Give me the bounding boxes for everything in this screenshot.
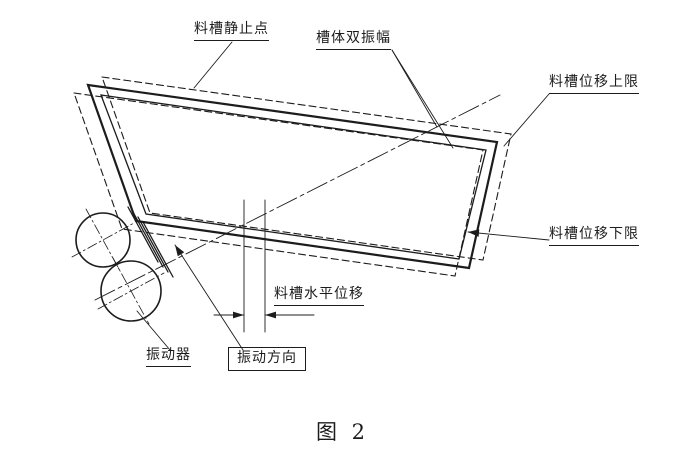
- leader-double-amplitude-b: [391, 49, 454, 149]
- leader-upper-limit: [503, 93, 550, 147]
- label-vibration-direction: 振动方向: [228, 347, 306, 372]
- phantom-upper-limit-outline: [101, 76, 512, 261]
- label-lower-limit: 料槽位移下限: [549, 226, 639, 247]
- label-horizontal-displacement: 料槽水平位移: [274, 286, 364, 307]
- trough-solid-outline: [86, 83, 499, 270]
- horizontal-displacement-dimension: [213, 199, 315, 333]
- vibrator-circle-upper: [75, 212, 131, 268]
- leader-lower-limit: [467, 231, 550, 241]
- vibrator-circle-lower: [100, 260, 162, 322]
- leader-static-point: [193, 41, 233, 89]
- leader-lines: [136, 41, 550, 351]
- dimension-arrow-right-icon: [233, 311, 244, 319]
- leader-vibration-direction: [174, 244, 244, 351]
- trough-inner-wall: [100, 94, 487, 260]
- lower-limit-arrow-icon: [468, 229, 480, 237]
- label-static-point: 料槽静止点: [194, 21, 269, 42]
- dimension-arrow-left-icon: [265, 311, 276, 319]
- label-vibrator: 振动器: [146, 347, 191, 368]
- label-upper-limit: 料槽位移上限: [549, 74, 639, 95]
- figure-caption: 图 2: [315, 420, 370, 444]
- phantom-lower-limit-outline: [73, 92, 484, 277]
- vibrator-centerlines: [71, 208, 165, 325]
- label-double-amplitude: 槽体双振幅: [316, 30, 391, 51]
- vibration-direction-arrow-icon: [175, 245, 185, 257]
- mounting-bracket: [127, 206, 174, 278]
- vibrator-circles: [75, 212, 162, 322]
- leader-vibrator: [136, 310, 171, 351]
